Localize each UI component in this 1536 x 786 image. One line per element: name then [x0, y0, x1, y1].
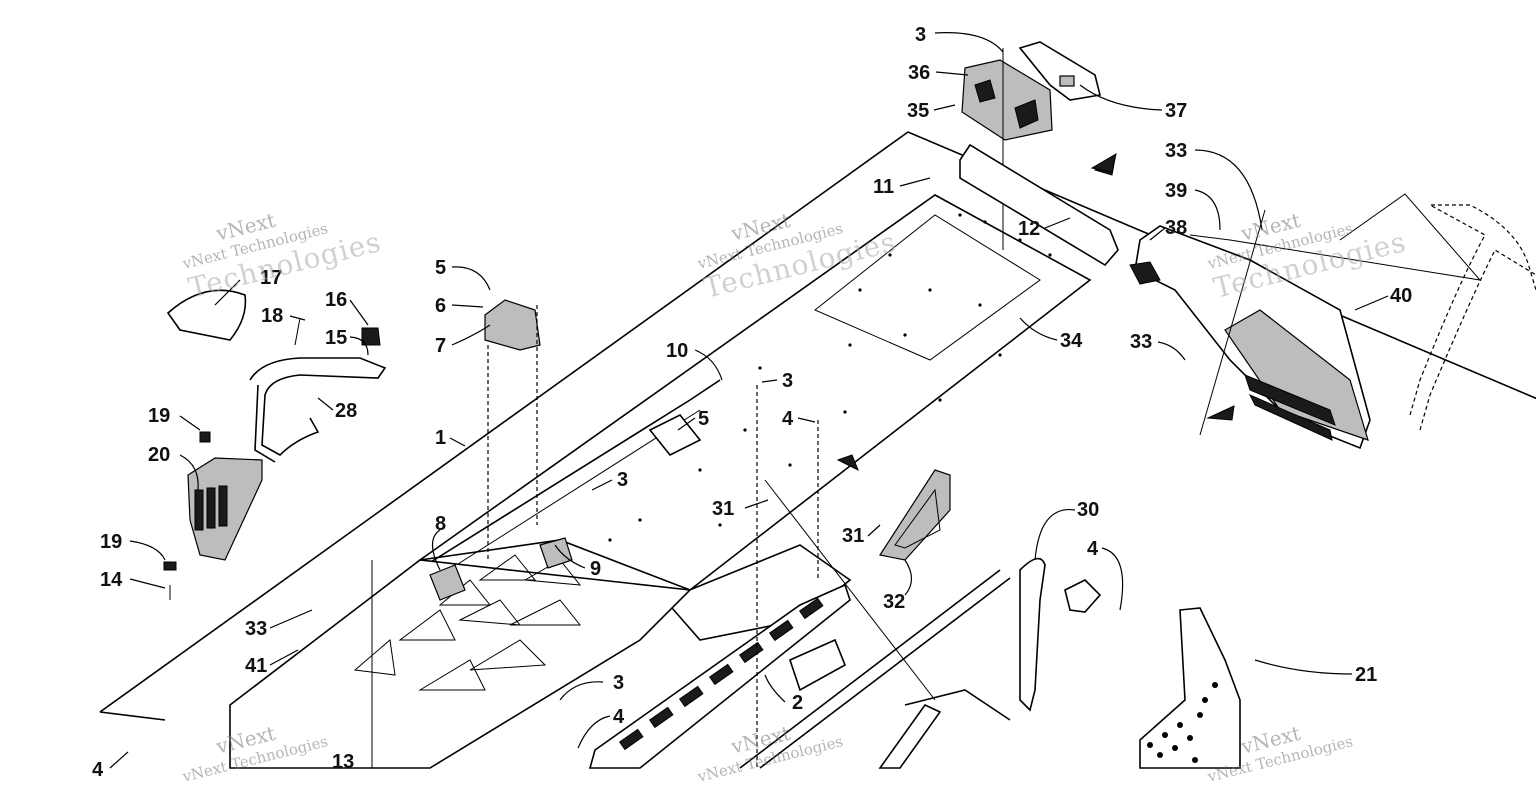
- callout-18: 18: [261, 305, 283, 327]
- callout-6: 6: [435, 295, 446, 317]
- callout-28: 28: [335, 400, 357, 422]
- left-bracket-parts: [163, 289, 387, 600]
- callout-13: 13: [332, 751, 354, 773]
- callout-41: 41: [245, 655, 267, 677]
- callout-14: 14: [100, 569, 123, 591]
- callout-21: 21: [1355, 664, 1377, 686]
- deck-rivets: [608, 213, 1052, 542]
- callout-12: 12: [1018, 218, 1040, 240]
- callout-17: 17: [260, 267, 282, 289]
- callout-3: 3: [915, 24, 926, 46]
- callout-16: 16: [325, 289, 347, 311]
- callout-9: 9: [590, 558, 601, 580]
- center-bracket-parts: [371, 299, 936, 768]
- callout-31: 31: [842, 525, 864, 547]
- callout-32: 32: [883, 591, 905, 613]
- callout-10: 10: [666, 340, 688, 362]
- snow-flap-assembly: [1090, 152, 1536, 450]
- right-side-parts: [878, 469, 1241, 769]
- callout-3: 3: [782, 370, 793, 392]
- callout-33: 33: [245, 618, 267, 640]
- callout-35: 35: [907, 100, 929, 122]
- callout-37: 37: [1165, 100, 1187, 122]
- callout-33: 33: [1130, 331, 1152, 353]
- callout-2: 2: [792, 692, 803, 714]
- rear-bumper-assembly: [961, 41, 1101, 250]
- parts-diagram: 3 36 35 37 33 39 38 40 33 11 12 34 17 18…: [92, 24, 1536, 781]
- callout-4: 4: [782, 408, 794, 430]
- callout-4: 4: [613, 706, 625, 728]
- callout-20: 20: [148, 444, 170, 466]
- callout-8: 8: [435, 513, 446, 535]
- callout-7: 7: [435, 335, 446, 357]
- callout-4: 4: [92, 759, 104, 781]
- callout-33: 33: [1165, 140, 1187, 162]
- tunnel-assembly: [99, 131, 1536, 769]
- leader-lines: [109, 32, 1389, 769]
- callout-38: 38: [1165, 217, 1187, 239]
- callout-34: 34: [1060, 330, 1083, 352]
- plate-holes: [1147, 682, 1218, 763]
- callout-labels: 3 36 35 37 33 39 38 40 33 11 12 34 17 18…: [92, 24, 1412, 781]
- callout-39: 39: [1165, 180, 1187, 202]
- callout-3: 3: [617, 469, 628, 491]
- callout-5: 5: [435, 257, 446, 279]
- callout-4: 4: [1087, 538, 1099, 560]
- callout-40: 40: [1390, 285, 1412, 307]
- rail-slots: [618, 597, 824, 751]
- callout-11: 11: [873, 176, 894, 198]
- callout-36: 36: [908, 62, 930, 84]
- callout-30: 30: [1077, 499, 1099, 521]
- callout-19: 19: [148, 405, 170, 427]
- callout-3: 3: [613, 672, 624, 694]
- callout-19: 19: [100, 531, 122, 553]
- callout-5: 5: [698, 408, 709, 430]
- callout-15: 15: [325, 327, 347, 349]
- callout-1: 1: [435, 427, 446, 449]
- callout-31: 31: [712, 498, 734, 520]
